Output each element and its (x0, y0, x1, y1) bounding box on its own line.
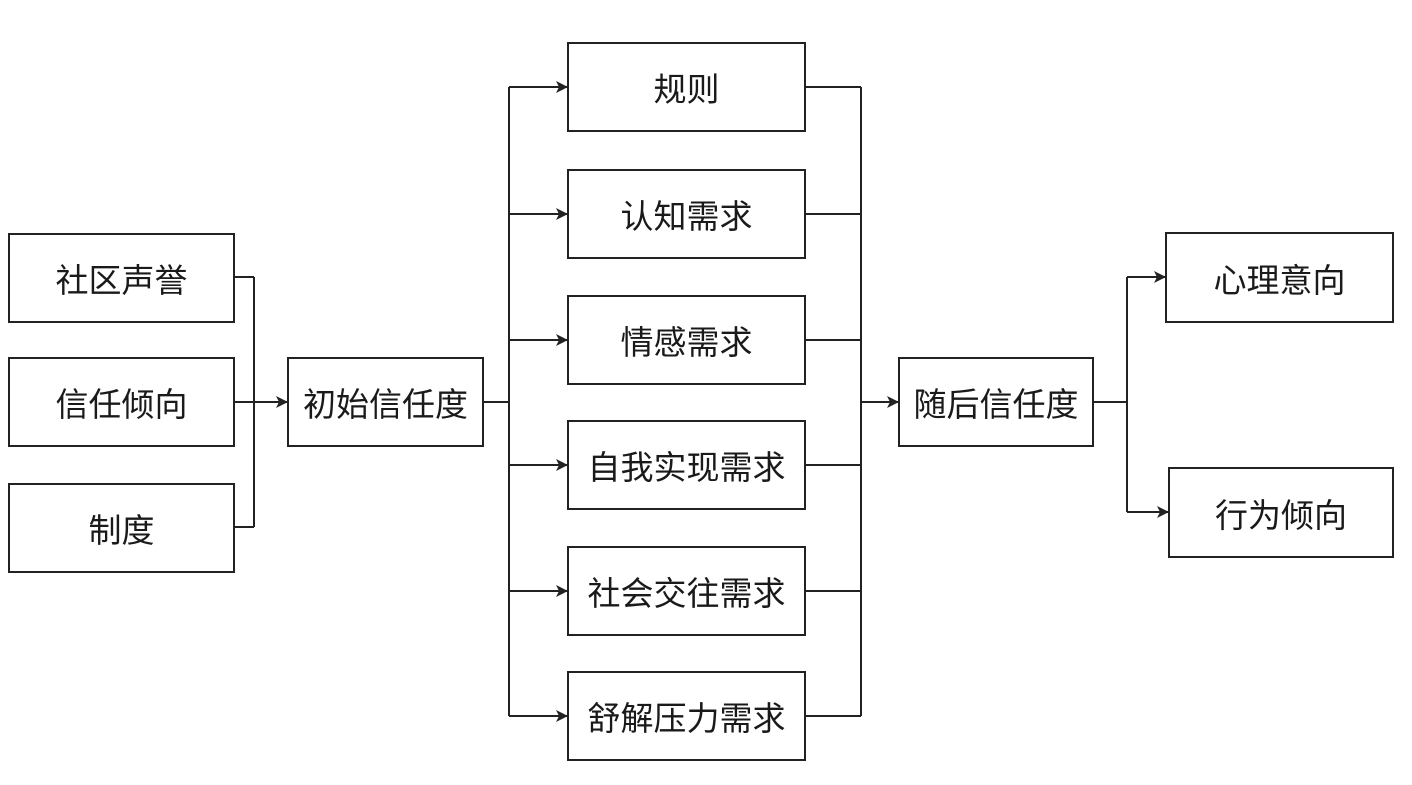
node-subsequent-trust: 随后信任度 (898, 357, 1094, 447)
node-rules: 规则 (567, 42, 806, 132)
node-trust-propensity: 信任倾向 (8, 357, 235, 447)
node-community-reputation: 社区声誉 (8, 233, 235, 323)
node-emotional-needs: 情感需求 (567, 295, 806, 385)
node-initial-trust: 初始信任度 (287, 357, 484, 447)
node-self-actualization-needs: 自我实现需求 (567, 420, 806, 510)
node-psychological-intention: 心理意向 (1165, 232, 1394, 323)
node-stress-relief-needs: 舒解压力需求 (567, 671, 806, 761)
node-social-needs: 社会交往需求 (567, 546, 806, 636)
node-institution: 制度 (8, 483, 235, 573)
node-cognitive-needs: 认知需求 (567, 169, 806, 259)
node-behavioral-tendency: 行为倾向 (1168, 467, 1394, 558)
